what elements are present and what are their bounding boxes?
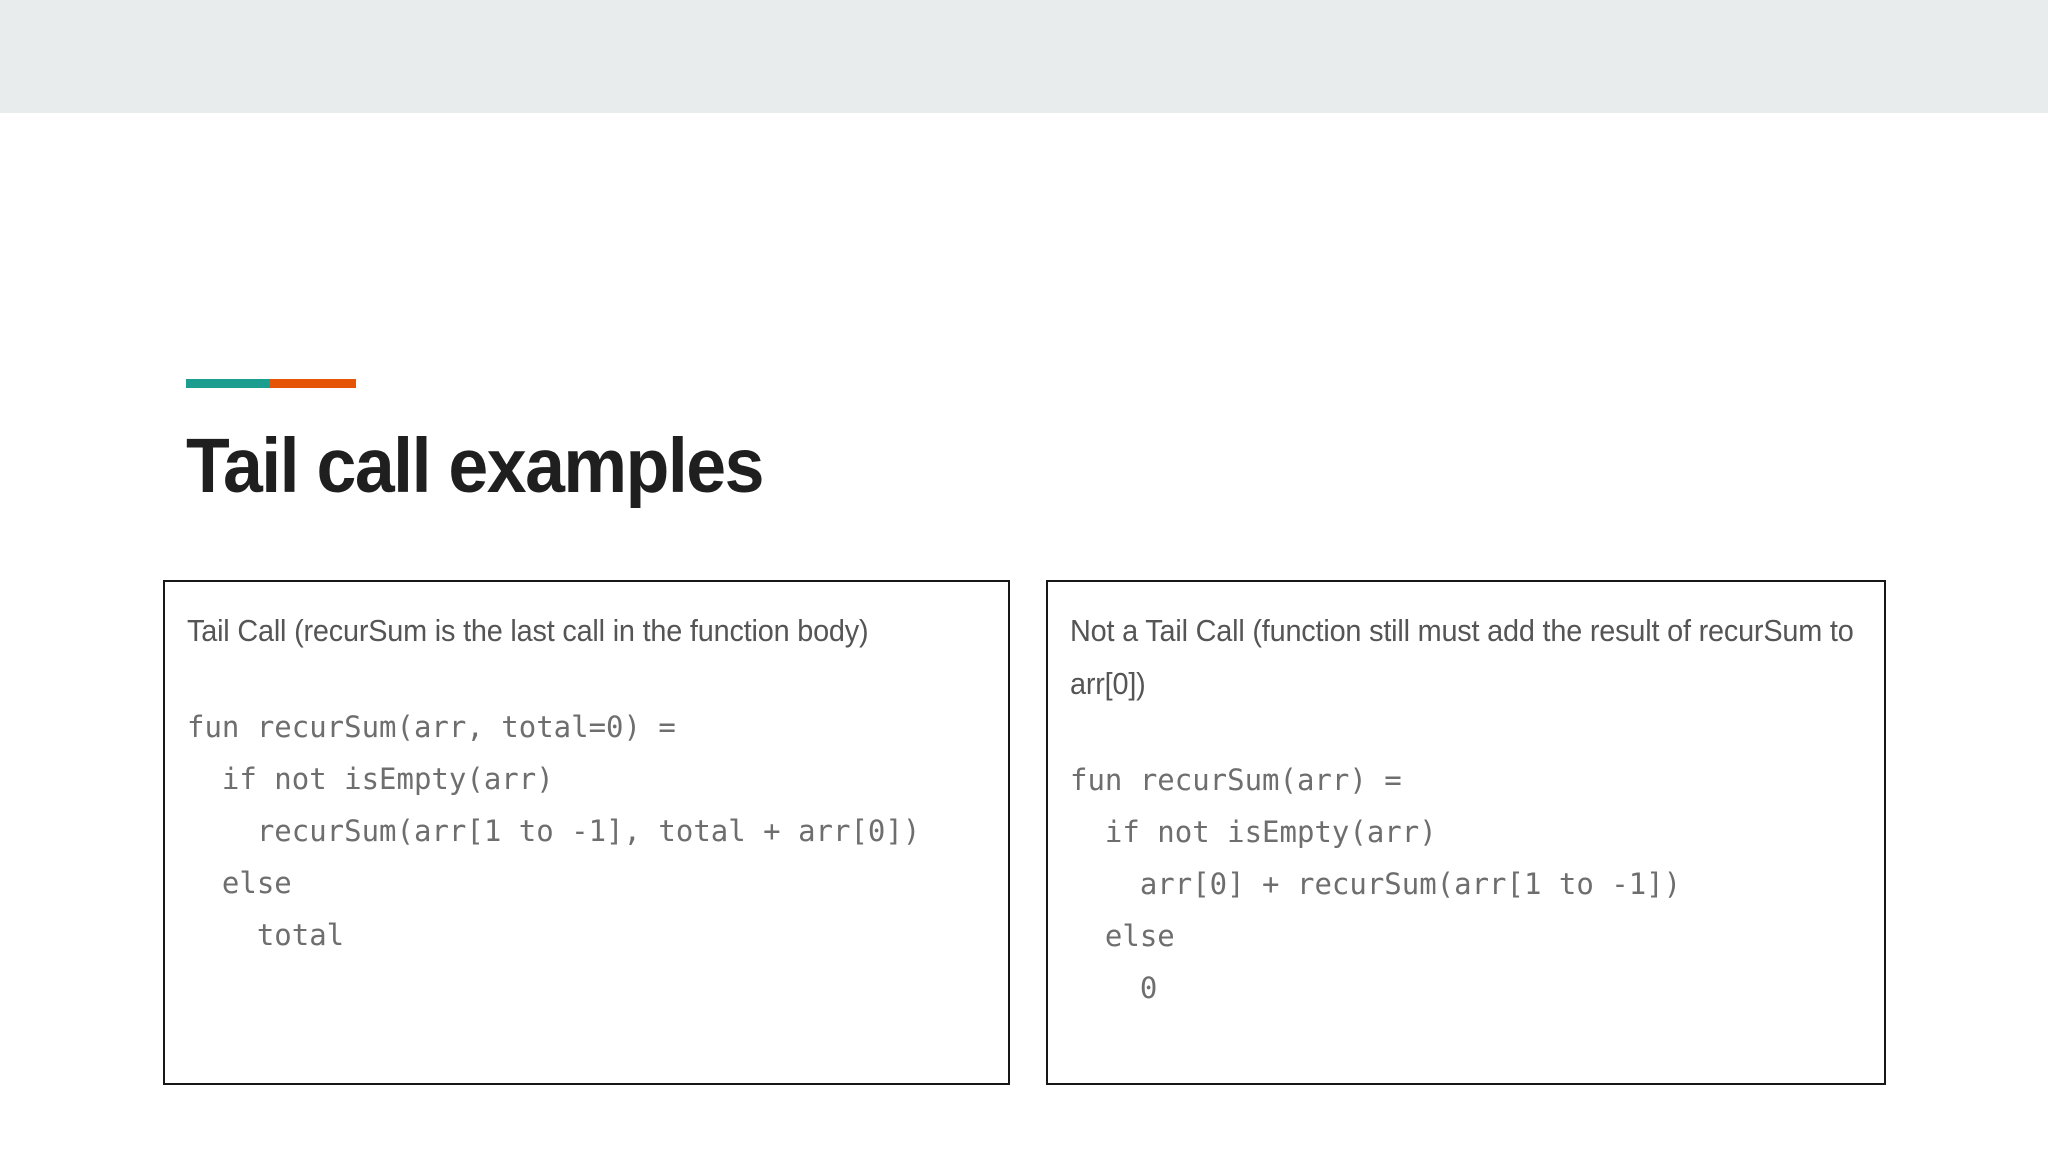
example-box-tail-call: Tail Call (recurSum is the last call in … — [163, 580, 1010, 1085]
accent-rule-orange-segment — [270, 379, 356, 388]
example-caption: Tail Call (recurSum is the last call in … — [187, 613, 869, 648]
header-band — [0, 0, 2048, 113]
example-caption: Not a Tail Call (function still must add… — [1070, 613, 1854, 701]
slide-body: Tail call examples Tail Call (recurSum i… — [0, 113, 2048, 1152]
example-box-not-a-tail-call: Not a Tail Call (function still must add… — [1046, 580, 1886, 1085]
example-code-block: fun recurSum(arr) = if not isEmpty(arr) … — [1070, 763, 1682, 1005]
accent-rule — [186, 379, 356, 388]
example-code-block: fun recurSum(arr, total=0) = if not isEm… — [187, 710, 921, 952]
accent-rule-teal-segment — [186, 379, 270, 388]
page-title: Tail call examples — [186, 423, 764, 509]
